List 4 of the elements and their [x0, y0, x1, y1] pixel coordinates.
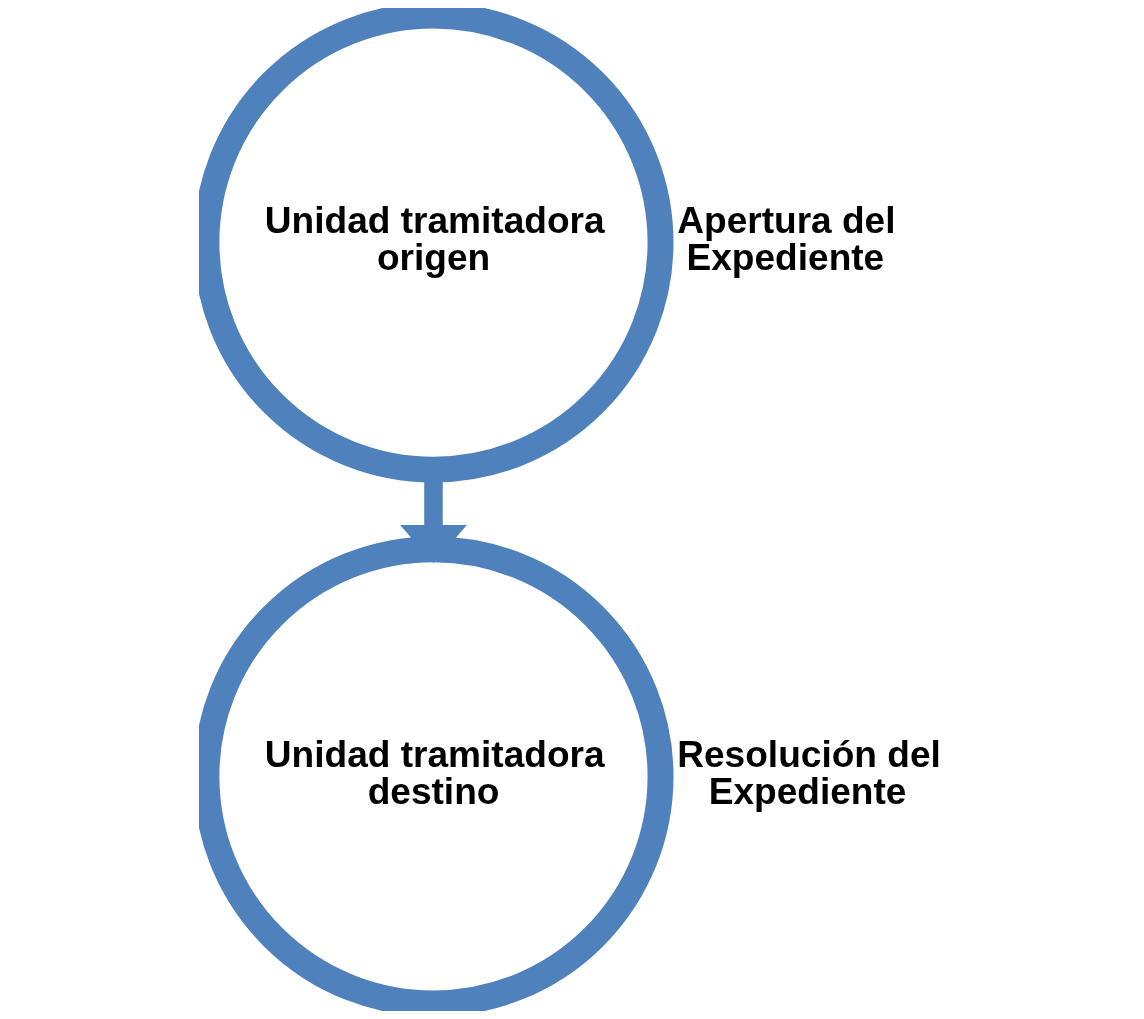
node-label: Resolución del Expediente — [676, 733, 941, 813]
node-circle: Unidad tramitadora destino — [198, 536, 674, 1011]
node-circle: Unidad tramitadora origen — [198, 8, 674, 483]
node-label: Apertura del Expediente — [676, 199, 896, 279]
